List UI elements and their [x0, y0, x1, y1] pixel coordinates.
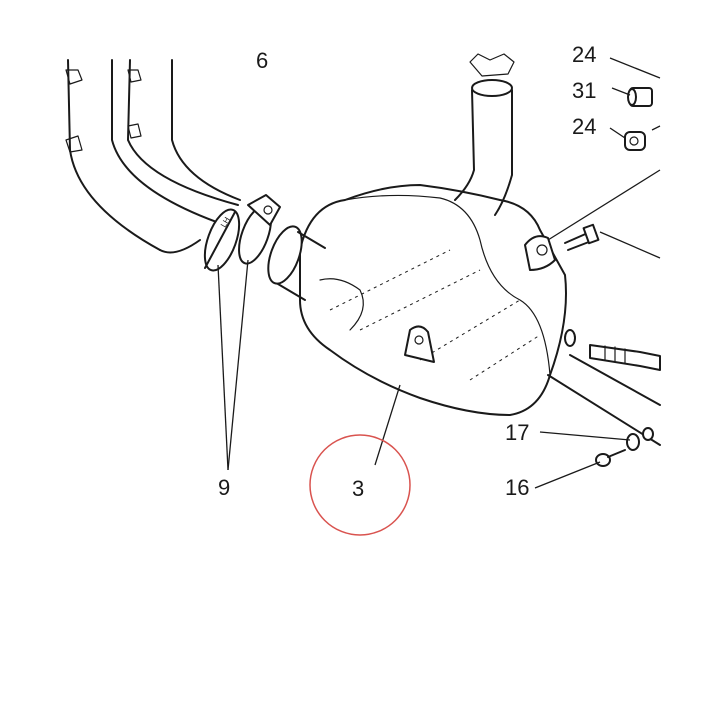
small-hardware [595, 57, 661, 467]
callout-17: 17 [505, 420, 529, 445]
callout-31: 31 [572, 78, 596, 103]
rear-pipe-and-sensor [547, 329, 661, 446]
callout-16: 16 [505, 475, 529, 500]
upper-outlet-pipe [454, 53, 515, 216]
callout-24: 24 [572, 114, 596, 139]
callout-numbers: 6 24 31 24 17 16 9 3 [218, 42, 596, 501]
leader-lines [217, 259, 631, 489]
exhaust-header-pipes [65, 59, 241, 254]
side-bracket [524, 169, 661, 271]
callout-3: 3 [352, 476, 364, 501]
callout-6: 6 [256, 48, 268, 73]
callout-24-top: 24 [572, 42, 596, 67]
muffler-body [267, 184, 567, 416]
highlight-circle [309, 434, 411, 536]
callout-9: 9 [218, 475, 230, 500]
pipe-clamps: LH [203, 194, 281, 272]
